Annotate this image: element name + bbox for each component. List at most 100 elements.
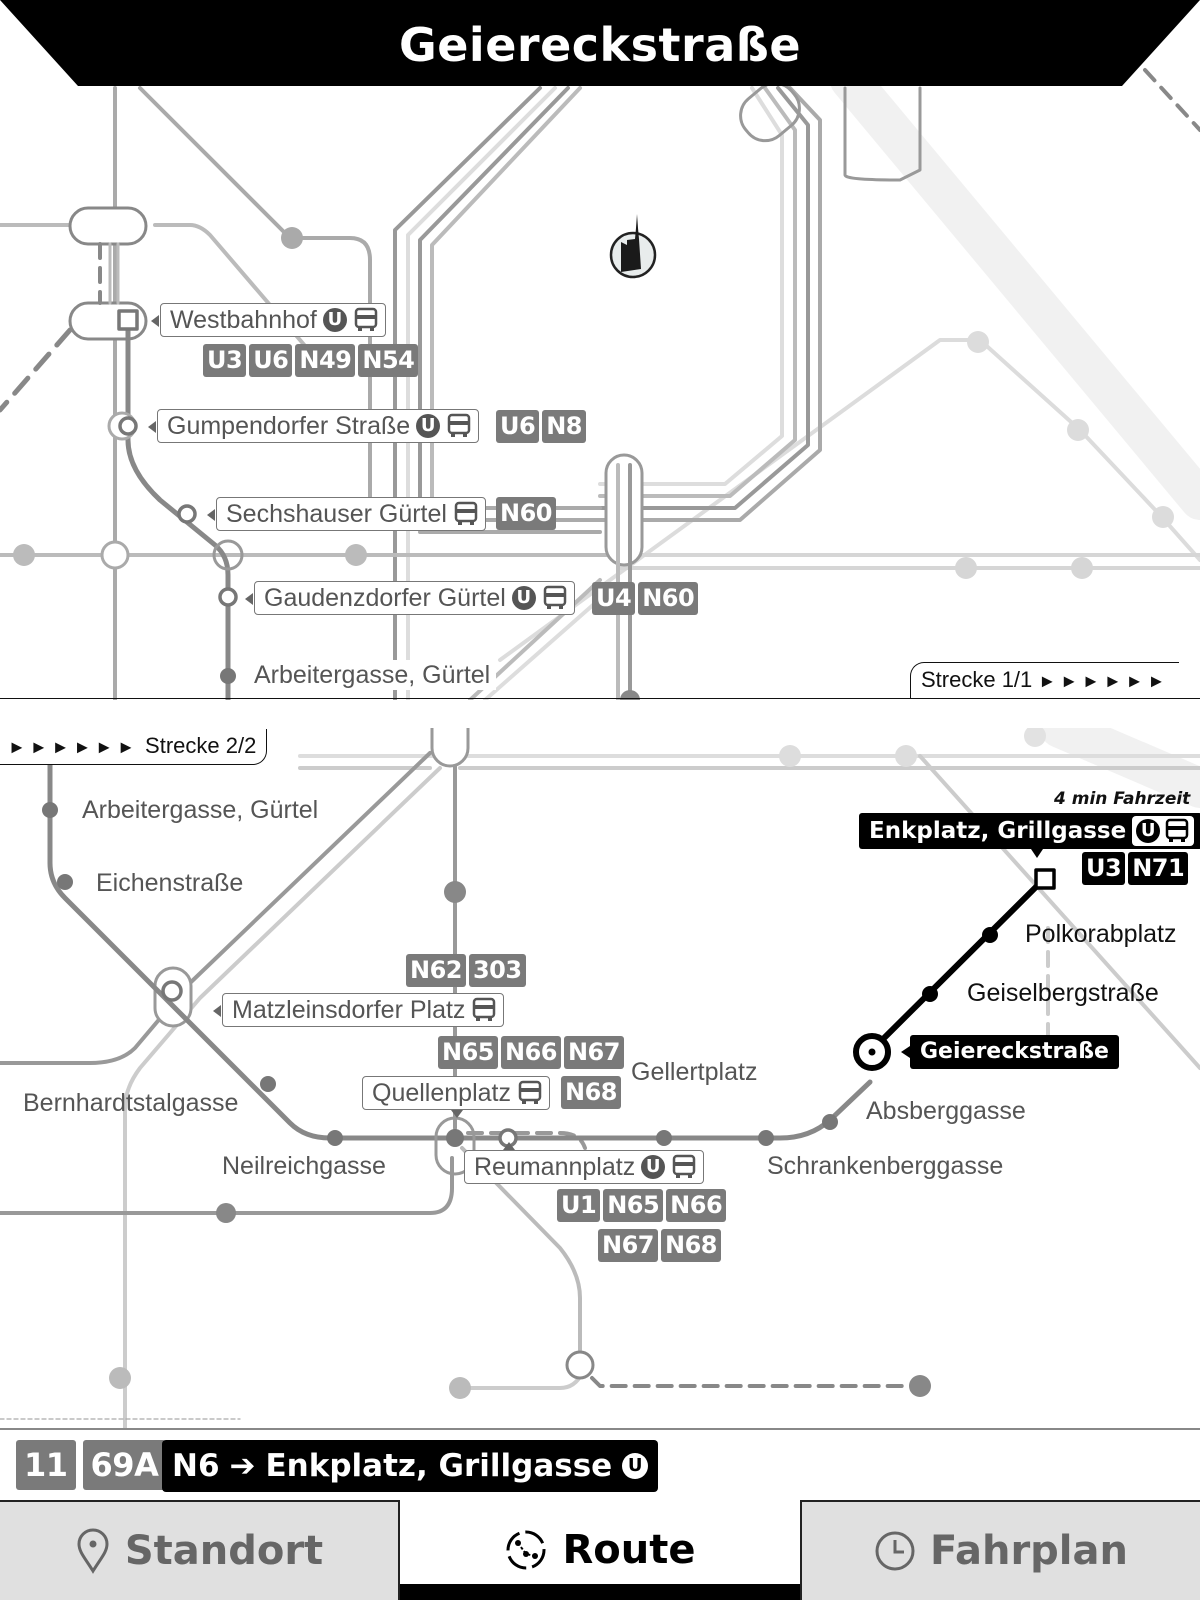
location-pin-icon <box>77 1528 109 1574</box>
station-name: Gumpendorfer Straße <box>167 411 411 440</box>
route-map-segment-1: Westbahnhof U U3 U6 N49 N54 Gumpendorfer… <box>0 0 1200 700</box>
line-number: N6 <box>172 1448 220 1484</box>
segment-tab-1[interactable]: Strecke 1/1 ►►►►►► <box>910 662 1180 698</box>
u-bahn-icon: U <box>416 414 441 438</box>
station-label-quellenplatz[interactable]: Quellenplatz <box>362 1076 550 1118</box>
line-badges-gumpendorfer-strasse: U6 N8 <box>496 410 586 443</box>
line-badge[interactable]: N65 <box>438 1036 498 1069</box>
u-bahn-icon: U <box>622 1453 649 1479</box>
bus-icon <box>517 1080 543 1106</box>
station-name: Sechshauser Gürtel <box>226 499 447 528</box>
route-icon <box>506 1530 546 1570</box>
pointer-arrow <box>451 1110 463 1118</box>
stop-label-polkorabplatz: Polkorabplatz <box>1025 920 1177 948</box>
stop-label-arbeitergasse: Arbeitergasse, Gürtel <box>82 796 319 824</box>
station-label-gumpendorfer-strasse[interactable]: Gumpendorfer Straße U <box>148 409 480 443</box>
pointer-arrow <box>901 1046 910 1058</box>
line-badge[interactable]: U6 <box>496 410 540 443</box>
pointer-arrow <box>245 593 253 605</box>
segment-tab-2[interactable]: ►►►►►► Strecke 2/2 <box>0 729 268 765</box>
stop-label-eichenstrasse: Eichenstraße <box>96 869 244 897</box>
line-badge[interactable]: U3 <box>1082 852 1126 885</box>
line-badge[interactable]: N49 <box>295 344 356 377</box>
tab-fahrplan[interactable]: Fahrplan <box>800 1500 1200 1600</box>
stop-label-schrankenberggasse: Schrankenberggasse <box>767 1152 1004 1180</box>
pointer-arrow <box>148 421 156 433</box>
line-badge[interactable]: N68 <box>660 1229 721 1262</box>
line-badge[interactable]: U6 <box>249 344 293 377</box>
active-tab-indicator <box>400 1584 800 1600</box>
segment-label: Strecke 1/1 <box>921 667 1033 692</box>
tab-route[interactable]: Route <box>400 1500 800 1600</box>
route-info-bar: 11 69A N6 ➔ Enkplatz, Grillgasse U <box>0 1428 1200 1500</box>
pointer-arrow <box>503 1142 515 1150</box>
station-label-westbahnhof[interactable]: Westbahnhof U <box>151 303 386 337</box>
selected-route[interactable]: N6 ➔ Enkplatz, Grillgasse U <box>162 1440 659 1492</box>
line-badge[interactable]: N71 <box>1128 852 1189 885</box>
station-label-gaudenzdorfer-guertel[interactable]: Gaudenzdorfer Gürtel U <box>245 581 575 615</box>
pointer-arrow <box>1031 849 1043 858</box>
pointer-arrow <box>207 509 215 521</box>
station-name: Westbahnhof <box>170 305 317 334</box>
line-badge[interactable]: N54 <box>358 344 419 377</box>
line-badges-matzleinsdorfer-platz: N62 303 <box>406 954 526 987</box>
destination-station-label[interactable]: Enkplatz, Grillgasse U <box>859 813 1200 858</box>
station-name: Gaudenzdorfer Gürtel <box>264 583 506 612</box>
direction-arrows: ►►►►►► <box>8 737 139 757</box>
station-name: Geiereckstraße <box>920 1039 1109 1064</box>
line-badges-reumannplatz: U1 N65 N66 <box>557 1189 727 1222</box>
line-badge[interactable]: U1 <box>557 1189 601 1222</box>
line-badge[interactable]: N68 <box>561 1076 621 1109</box>
u-bahn-icon: U <box>322 308 347 332</box>
station-title-banner: Geiereckstraße <box>0 0 1200 86</box>
segment-label: Strecke 2/2 <box>145 733 257 758</box>
line-badges-sechshauser-guertel: N60 <box>496 497 556 530</box>
line-badge[interactable]: U4 <box>592 582 636 615</box>
line-badges-gaudenzdorfer-guertel: U4 N60 <box>592 582 699 615</box>
line-badge[interactable]: N60 <box>496 497 556 530</box>
bus-icon <box>671 1154 697 1180</box>
station-label-reumannplatz[interactable]: Reumannplatz U <box>464 1142 705 1184</box>
bus-icon <box>446 413 472 439</box>
stop-label-geiselbergstrasse: Geiselbergstraße <box>967 979 1159 1007</box>
u-bahn-icon: U <box>641 1155 666 1179</box>
line-badge[interactable]: N67 <box>598 1229 658 1262</box>
page-title: Geiereckstraße <box>398 18 802 72</box>
bus-icon <box>471 997 497 1023</box>
other-lines: 11 69A <box>16 1440 167 1490</box>
tab-standort[interactable]: Standort <box>0 1500 400 1600</box>
direction-name: Enkplatz, Grillgasse <box>265 1448 613 1484</box>
direction-arrows: ►►►►►► <box>1038 671 1170 691</box>
stop-label-neilreichgasse: Neilreichgasse <box>222 1152 386 1180</box>
line-badge[interactable]: N67 <box>563 1036 624 1069</box>
line-badge[interactable]: N66 <box>500 1036 561 1069</box>
stop-label-absberggasse: Absberggasse <box>866 1097 1026 1125</box>
line-badges-quellenplatz: N68 <box>561 1076 621 1109</box>
stop-label-gellertplatz: Gellertplatz <box>631 1058 758 1086</box>
line-badge[interactable]: N62 <box>406 954 466 987</box>
station-label-sechshauser-guertel[interactable]: Sechshauser Gürtel <box>207 497 486 531</box>
line-badge[interactable]: 303 <box>468 954 526 987</box>
stop-label-arbeitergasse: Arbeitergasse, Gürtel <box>254 660 497 690</box>
arrow-right-icon: ➔ <box>229 1448 256 1484</box>
tab-label: Standort <box>124 1528 324 1574</box>
pointer-arrow <box>151 315 159 327</box>
line-badge[interactable]: 69A <box>82 1440 167 1490</box>
bus-icon <box>353 307 379 333</box>
route-map-segment-2: Arbeitergasse, Gürtel Eichenstraße Bernh… <box>0 728 1200 1428</box>
line-badges-reumannplatz-row2: N67 N68 <box>598 1229 721 1262</box>
line-badge[interactable]: N60 <box>638 582 699 615</box>
line-badges-westbahnhof: U3 U6 N49 N54 <box>203 344 419 377</box>
station-name: Matzleinsdorfer Platz <box>232 995 466 1024</box>
travel-time: 4 min Fahrzeit <box>1054 789 1191 809</box>
station-label-matzleinsdorfer-platz[interactable]: Matzleinsdorfer Platz <box>213 993 505 1027</box>
line-badge[interactable]: N65 <box>603 1189 664 1222</box>
tab-bar: Standort Route Fahrplan <box>0 1500 1200 1600</box>
transfer-icons: U <box>1132 816 1195 846</box>
line-badge[interactable]: U3 <box>203 344 247 377</box>
line-badge[interactable]: 11 <box>16 1440 76 1490</box>
line-badge[interactable]: N8 <box>542 410 586 443</box>
u-bahn-icon: U <box>511 586 536 610</box>
line-badge[interactable]: N66 <box>666 1189 727 1222</box>
